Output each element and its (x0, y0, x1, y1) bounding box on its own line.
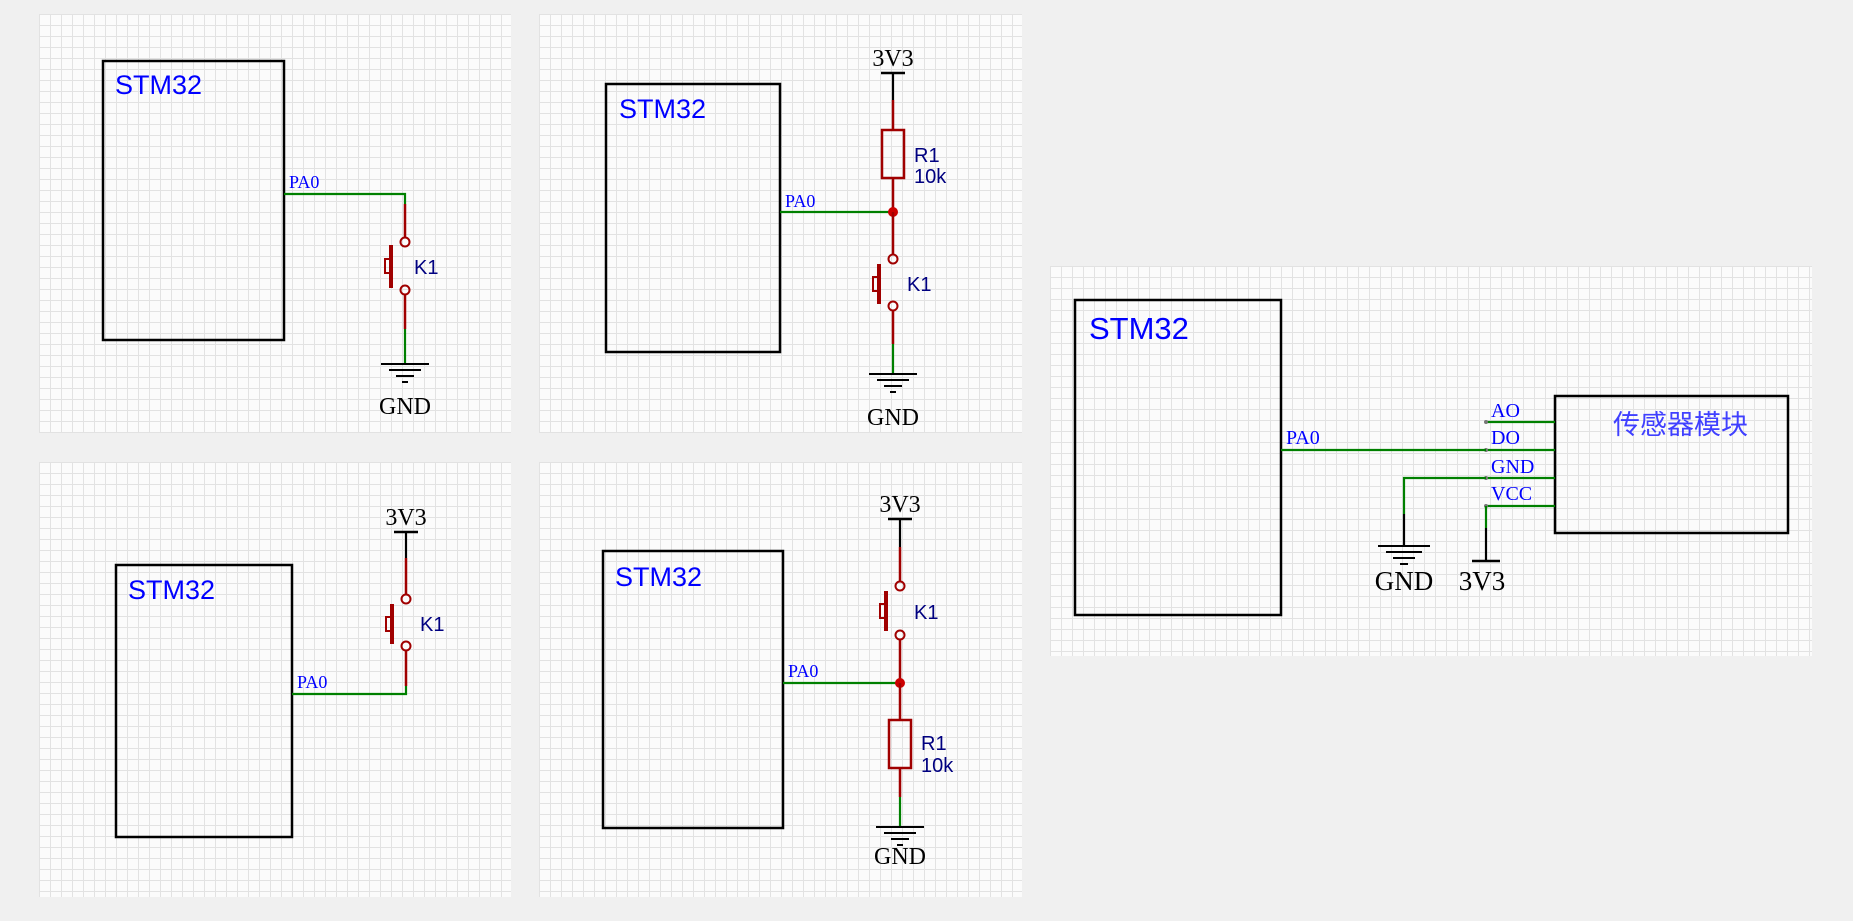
schematic-canvas: 3V3 K1 STM32 PA0 (114, 505, 444, 839)
supply-label: 3V3 (879, 492, 920, 518)
switch-label-k1: K1 (907, 274, 931, 296)
wire-pa0 (284, 192, 407, 204)
resistor-value: 10k (914, 166, 947, 188)
pin-label-pa0: PA0 (289, 172, 319, 192)
switch-label-k1: K1 (914, 602, 938, 624)
supply-label: 3V3 (385, 505, 426, 531)
pushbutton-k1 (872, 212, 899, 344)
stm32-chip (601, 549, 785, 830)
resistor-r1 (887, 718, 913, 770)
ground-symbol (869, 373, 917, 393)
schematic-button-to-gnd: STM32 PA0 K1 GND (39, 14, 511, 433)
ground-symbol (1378, 545, 1430, 565)
schematic-canvas: STM32 PA0 K1 GND (101, 59, 438, 420)
wire-pa0 (292, 686, 408, 696)
schematic-canvas: STM32 PA0 传感器模块 AO DO GND VCC GND 3V3 (1073, 298, 1790, 617)
stm32-chip (114, 563, 294, 839)
module-pin-do: DO (1491, 427, 1520, 449)
stm32-chip (101, 59, 286, 342)
wire-gnd (1402, 476, 1486, 514)
switch-label-k1: K1 (420, 614, 444, 636)
stm32-label: STM32 (115, 70, 202, 100)
pin-label-pa0: PA0 (788, 661, 818, 681)
stm32-label: STM32 (1089, 311, 1189, 346)
ground-label: GND (867, 405, 919, 431)
pin-label-pa0: PA0 (1286, 427, 1320, 449)
resistor-value: 10k (921, 755, 954, 777)
pushbutton-k1 (879, 547, 906, 683)
ground-label: GND (1375, 566, 1434, 596)
ground-label: GND (874, 844, 926, 870)
resistor-label-r1: R1 (914, 145, 940, 167)
switch-label-k1: K1 (414, 257, 438, 279)
pushbutton-k1 (385, 558, 412, 686)
module-pin-gnd: GND (1491, 456, 1534, 478)
ground-symbol (381, 363, 429, 383)
schematic-pullup-button-to-gnd: 3V3 R1 10k STM32 PA0 K1 GND (539, 14, 1022, 433)
pin-label-pa0: PA0 (785, 191, 815, 211)
schematic-sensor-module: STM32 PA0 传感器模块 AO DO GND VCC GND 3V3 (1050, 266, 1812, 656)
supply-label: 3V3 (1459, 566, 1506, 596)
pin-label-pa0: PA0 (297, 672, 327, 692)
sensor-module-label: 传感器模块 (1613, 410, 1748, 440)
module-pin-ao: AO (1491, 400, 1520, 422)
resistor-label-r1: R1 (921, 733, 947, 755)
supply-label: 3V3 (872, 46, 913, 72)
schematic-canvas: 3V3 K1 STM32 PA0 R1 10k GND (601, 492, 954, 870)
stm32-label: STM32 (615, 562, 702, 592)
pushbutton-k1 (384, 204, 411, 329)
stm32-label: STM32 (128, 575, 215, 605)
sensor-module-box (1553, 394, 1790, 535)
schematic-canvas: 3V3 R1 10k STM32 PA0 K1 GND (604, 46, 947, 431)
ground-label: GND (379, 394, 431, 420)
ground-symbol (876, 826, 924, 846)
stm32-chip (604, 82, 782, 354)
resistor-r1 (880, 128, 906, 180)
schematic-button-to-3v3-pulldown: 3V3 K1 STM32 PA0 R1 10k GND (539, 462, 1022, 897)
stm32-label: STM32 (619, 94, 706, 124)
module-pin-vcc: VCC (1491, 483, 1532, 505)
schematic-button-to-3v3: 3V3 K1 STM32 PA0 (39, 462, 511, 897)
stm32-chip (1073, 298, 1283, 617)
